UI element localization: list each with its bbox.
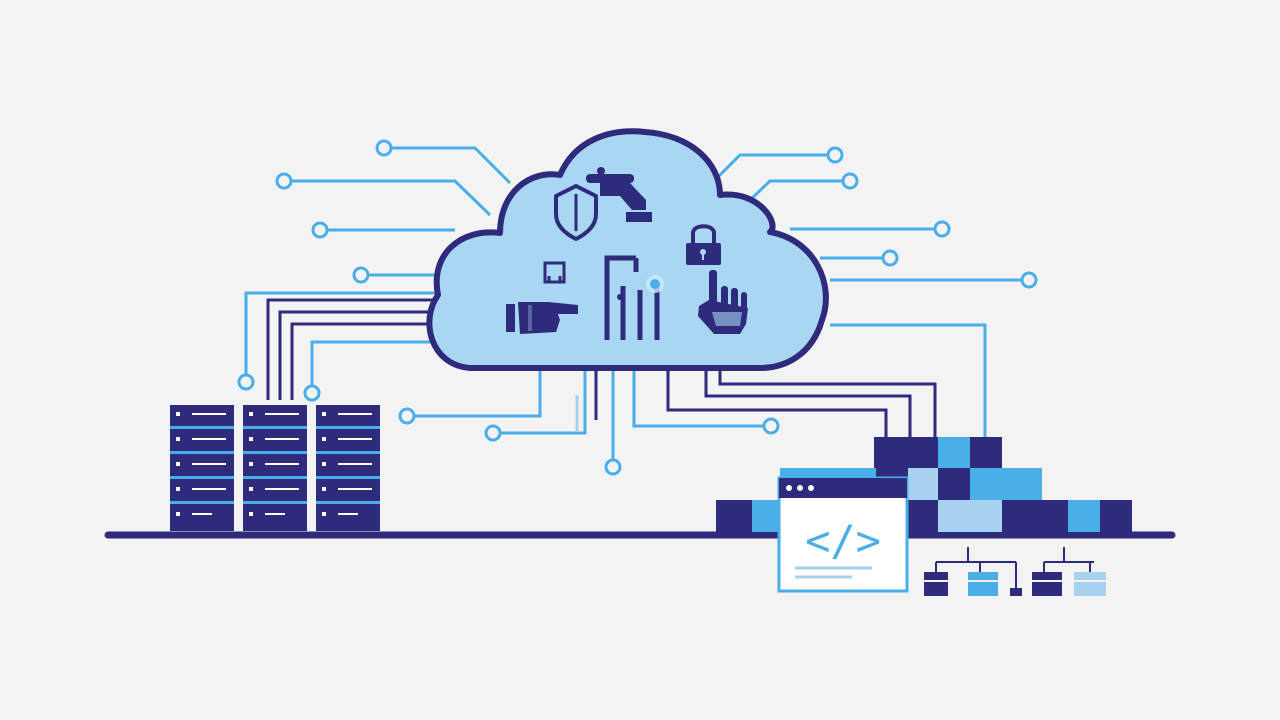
connector-line xyxy=(704,370,912,437)
code-window-icon: </> xyxy=(777,476,909,593)
block xyxy=(970,437,1002,468)
window-dot xyxy=(797,485,803,491)
server-rack-icon xyxy=(243,405,307,531)
connectors-left xyxy=(244,146,615,460)
block xyxy=(1002,500,1068,532)
connector-line xyxy=(718,370,937,437)
connectors-right xyxy=(632,153,1022,437)
glow-node xyxy=(617,275,664,300)
connector-node xyxy=(303,384,321,402)
connector-node xyxy=(841,172,859,190)
connector-line xyxy=(500,370,587,435)
hierarchy-icon xyxy=(924,547,1106,596)
block xyxy=(716,500,752,532)
code-glyph: </> xyxy=(805,516,881,565)
connector-line xyxy=(310,340,450,388)
server-rack-icon xyxy=(316,405,380,531)
connector-line xyxy=(632,370,764,428)
connector-node xyxy=(604,458,622,476)
connector-node xyxy=(311,221,329,239)
block xyxy=(908,468,938,500)
block-structure xyxy=(716,437,1132,532)
block xyxy=(970,468,1042,500)
connector-node xyxy=(484,424,502,442)
hand-cursor-icon xyxy=(698,270,748,334)
connector-nodes xyxy=(237,139,1038,476)
connector-node xyxy=(375,139,393,157)
connector-node xyxy=(237,373,255,391)
block xyxy=(874,437,938,468)
door-icon xyxy=(604,255,660,340)
server-rack-icon xyxy=(170,405,234,531)
connector-line xyxy=(414,370,542,418)
small-square-icon xyxy=(543,261,566,284)
hand-key-icon xyxy=(586,167,652,222)
window-dot xyxy=(786,485,792,491)
connector-line xyxy=(392,146,512,185)
connector-node xyxy=(826,146,844,164)
block xyxy=(938,437,970,468)
connector-node xyxy=(881,249,899,267)
connector-line xyxy=(278,310,450,400)
connector-line xyxy=(666,370,888,437)
connector-line xyxy=(830,323,987,437)
cloud-icon xyxy=(426,128,829,371)
connector-node xyxy=(275,172,293,190)
block xyxy=(938,500,1002,532)
connector-node xyxy=(1020,271,1038,289)
connector-node xyxy=(352,266,370,284)
block xyxy=(938,468,970,500)
block xyxy=(752,500,782,532)
connector-node xyxy=(762,417,780,435)
window-dot xyxy=(808,485,814,491)
connector-line xyxy=(244,291,450,376)
connector-line xyxy=(290,322,450,400)
pointing-hand-icon xyxy=(506,302,578,334)
shield-icon xyxy=(554,184,598,241)
connector-line xyxy=(710,153,827,185)
block xyxy=(1068,500,1100,532)
connectors-navy xyxy=(266,298,937,437)
block xyxy=(1100,500,1132,532)
code-window-titlebar xyxy=(779,478,907,498)
connector-line xyxy=(748,179,843,202)
connector-node xyxy=(933,220,951,238)
padlock-icon xyxy=(686,224,721,265)
connector-line xyxy=(292,179,492,217)
connector-node xyxy=(398,407,416,425)
connector-line xyxy=(266,298,450,400)
block xyxy=(908,500,938,532)
server-racks xyxy=(170,405,380,531)
